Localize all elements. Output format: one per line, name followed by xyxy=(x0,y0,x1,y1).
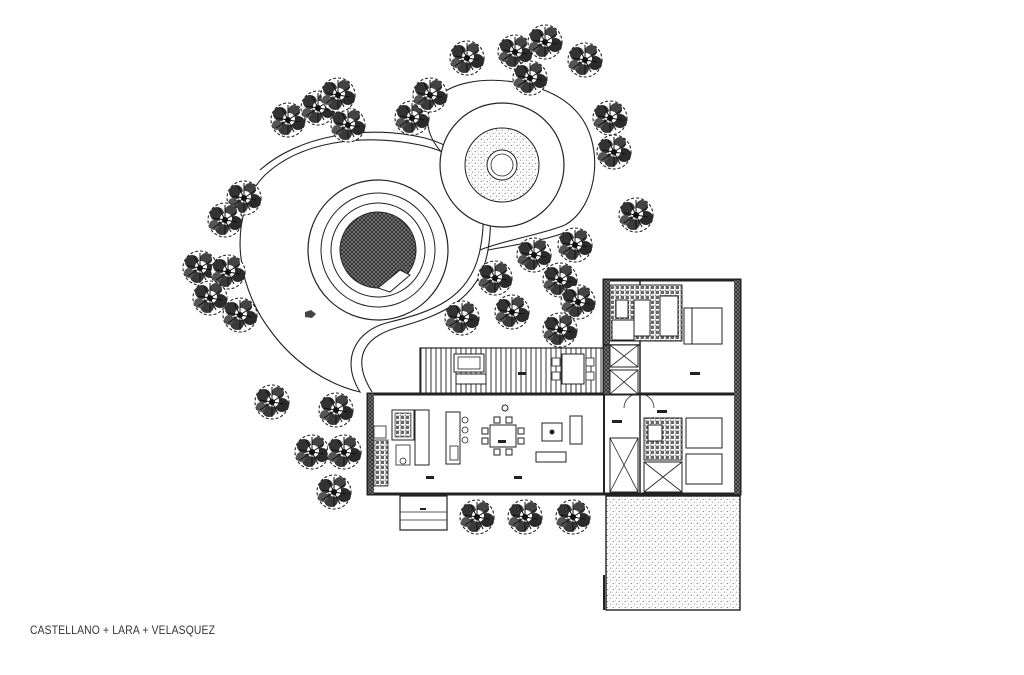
tree-icon xyxy=(412,77,448,113)
tree-icon xyxy=(320,77,356,113)
tree-icon xyxy=(444,300,480,336)
kitchen xyxy=(373,409,469,487)
garden-stone xyxy=(305,310,316,318)
round-table-icon xyxy=(481,416,525,456)
tree-icon xyxy=(318,392,354,428)
deck xyxy=(419,347,605,395)
large-circular-garden xyxy=(307,179,449,321)
tree-icon xyxy=(516,237,552,273)
tree-icon xyxy=(512,60,548,96)
tree-icon xyxy=(596,134,632,170)
tree-icon xyxy=(294,434,330,470)
tree-icon xyxy=(330,107,366,143)
credit-line: CASTELLANO + LARA + VELASQUEZ xyxy=(30,623,216,637)
tree-icon xyxy=(270,102,306,138)
bed-icon xyxy=(609,307,723,493)
tree-icon xyxy=(542,312,578,348)
room-marks xyxy=(426,372,700,479)
tree-icon xyxy=(207,202,243,238)
tree-icon xyxy=(254,384,290,420)
sofa-icon xyxy=(501,404,583,463)
tree-icon xyxy=(507,499,543,535)
gravel-area xyxy=(605,495,741,611)
tree-icon xyxy=(567,42,603,78)
tree-icon xyxy=(326,434,362,470)
upper-bathroom xyxy=(609,284,683,395)
tree-icon xyxy=(618,197,654,233)
tree-icon xyxy=(192,280,228,316)
small-circular-garden xyxy=(439,102,565,228)
tree-icon xyxy=(494,294,530,330)
tree-icon xyxy=(316,474,352,510)
tree-icon xyxy=(222,297,258,333)
tree-icon xyxy=(592,100,628,136)
tree-icon xyxy=(477,260,513,296)
tree-icon xyxy=(459,499,495,535)
tree-icon xyxy=(449,40,485,76)
tree-icon xyxy=(555,499,591,535)
tree-icon xyxy=(527,24,563,60)
tree-icon xyxy=(557,227,593,263)
entry-steps xyxy=(399,495,448,531)
